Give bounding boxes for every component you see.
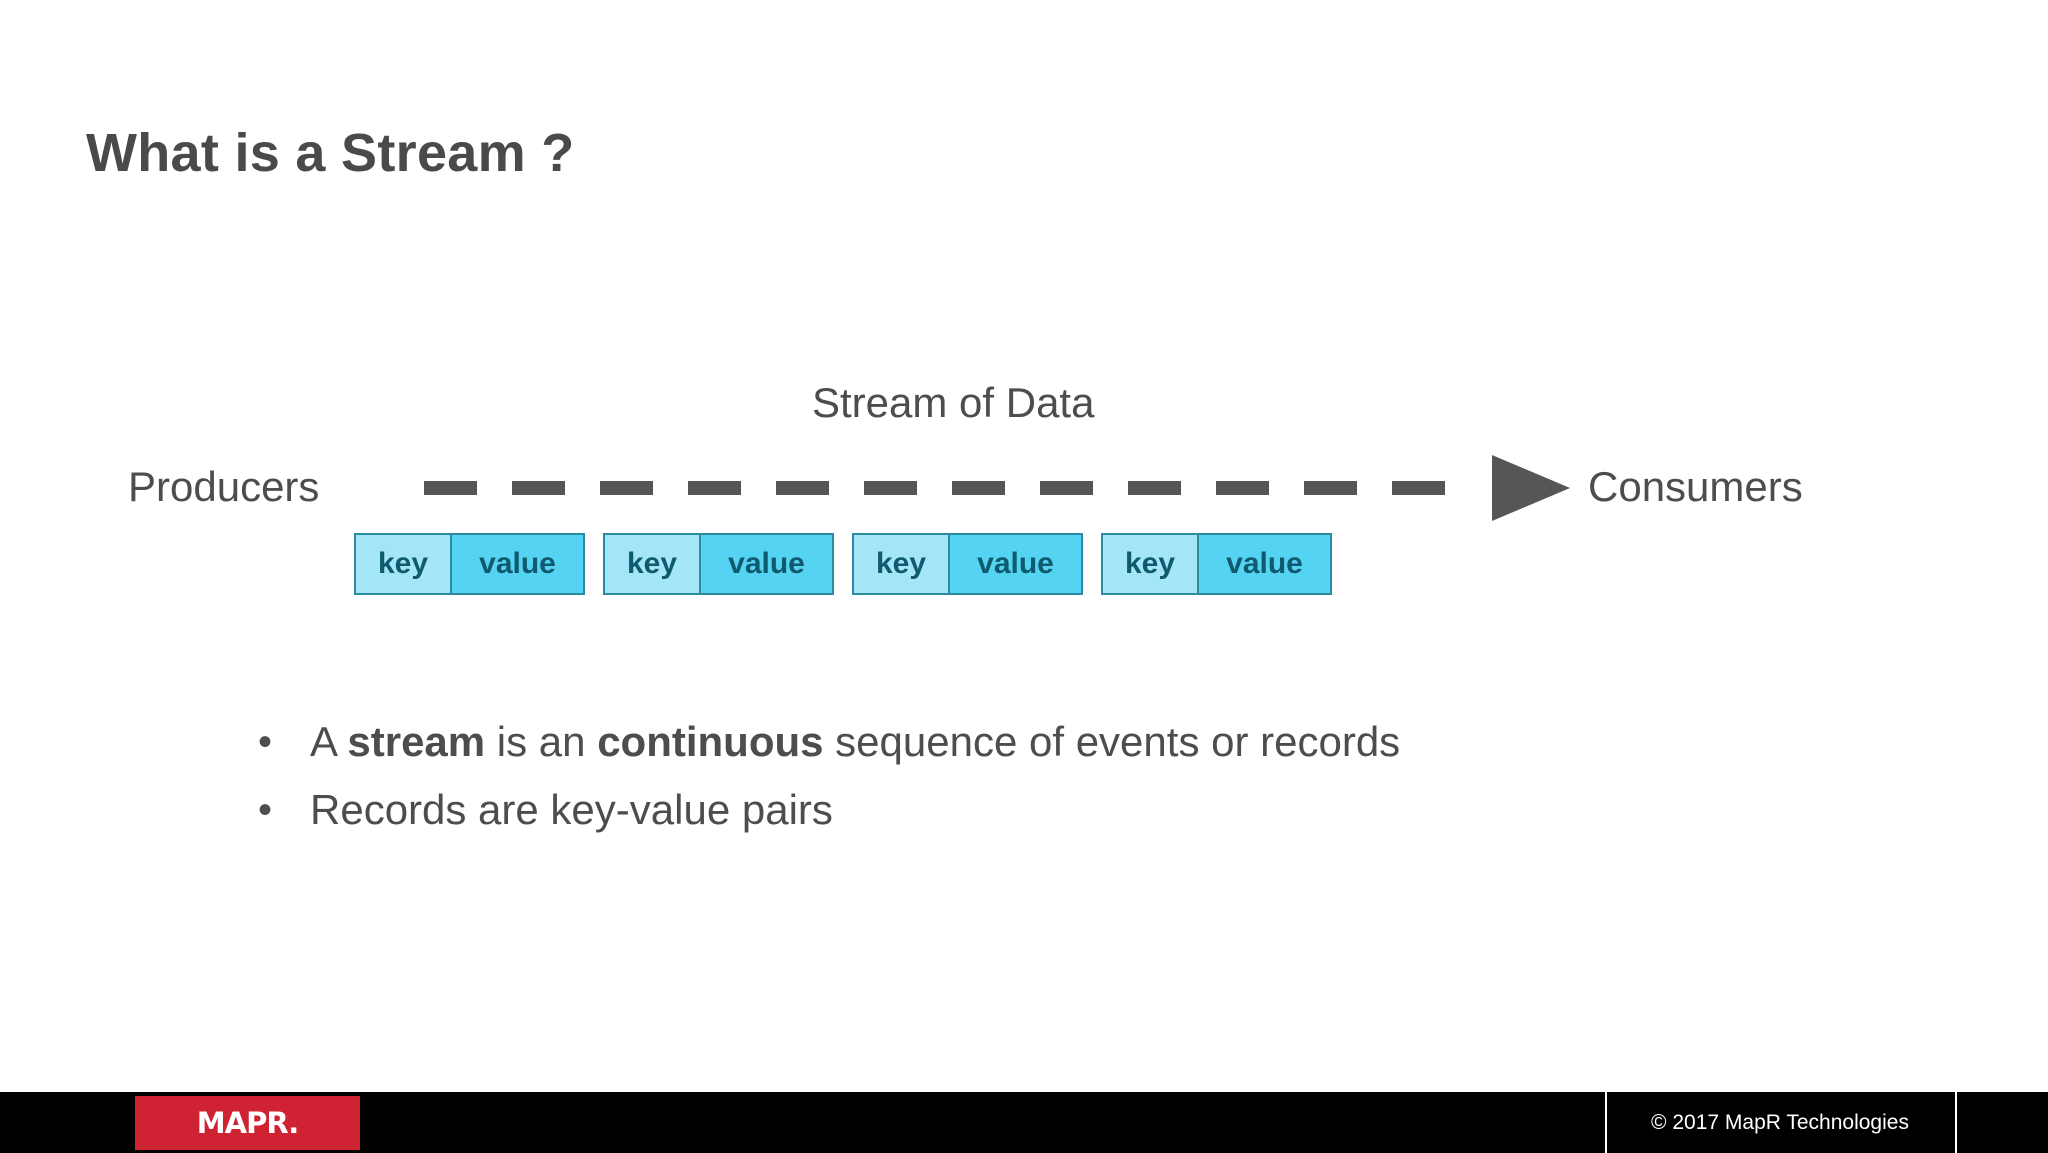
record-value-cell: value [948, 533, 1083, 595]
record-key-cell: key [603, 533, 701, 595]
mapr-logo: MAPR. [135, 1096, 360, 1150]
flow-dash-segment [1216, 481, 1269, 495]
footer-top-rule [0, 1090, 2048, 1092]
bullet-span: A [310, 718, 348, 765]
flow-dash-segment [1040, 481, 1093, 495]
bullet-marker-icon: • [258, 788, 273, 832]
flow-dash-segment [1392, 481, 1445, 495]
record-key-cell: key [852, 533, 950, 595]
bullet-span: sequence of events or records [823, 718, 1401, 765]
consumers-label: Consumers [1588, 463, 1803, 510]
footer-divider-right [1955, 1092, 1957, 1153]
bullet-span: Records are key-value pairs [310, 786, 833, 833]
bullet-text: Records are key-value pairs [310, 782, 833, 838]
flow-dash-segment [864, 481, 917, 495]
producers-label: Producers [128, 463, 320, 510]
record-key-cell: key [354, 533, 452, 595]
copyright-text: © 2017 MapR Technologies [1651, 1110, 1909, 1134]
bullet-emphasis: stream [347, 718, 486, 765]
flow-dash-segment [1128, 481, 1181, 495]
bullet-list: • A stream is an continuous sequence of e… [258, 714, 1758, 850]
record-key-cell: key [1101, 533, 1199, 595]
bullet-text: A stream is an continuous sequence of ev… [310, 714, 1400, 770]
record-value-cell: value [450, 533, 585, 595]
slide-footer: MAPR. © 2017 MapR Technologies [0, 1092, 2048, 1153]
bullet-emphasis: continuous [597, 718, 824, 765]
mapr-logo-text: MAPR. [196, 1106, 299, 1140]
dashed-flow-line [424, 481, 1494, 495]
flow-dash-segment [776, 481, 829, 495]
stream-of-data-label: Stream of Data [812, 379, 1095, 426]
footer-divider-left [1605, 1092, 1607, 1153]
flow-dash-segment [512, 481, 565, 495]
page-title: What is a Stream ? [86, 123, 575, 183]
flow-dash-segment [688, 481, 741, 495]
list-item: • Records are key-value pairs [258, 782, 1758, 838]
arrow-right-icon [1492, 455, 1570, 521]
list-item: • A stream is an continuous sequence of e… [258, 714, 1758, 770]
bullet-span: is an [485, 718, 598, 765]
flow-dash-segment [424, 481, 477, 495]
flow-dash-segment [600, 481, 653, 495]
record-value-cell: value [1197, 533, 1332, 595]
flow-dash-segment [952, 481, 1005, 495]
bullet-marker-icon: • [258, 720, 273, 764]
flow-dash-segment [1304, 481, 1357, 495]
record-value-cell: value [699, 533, 834, 595]
